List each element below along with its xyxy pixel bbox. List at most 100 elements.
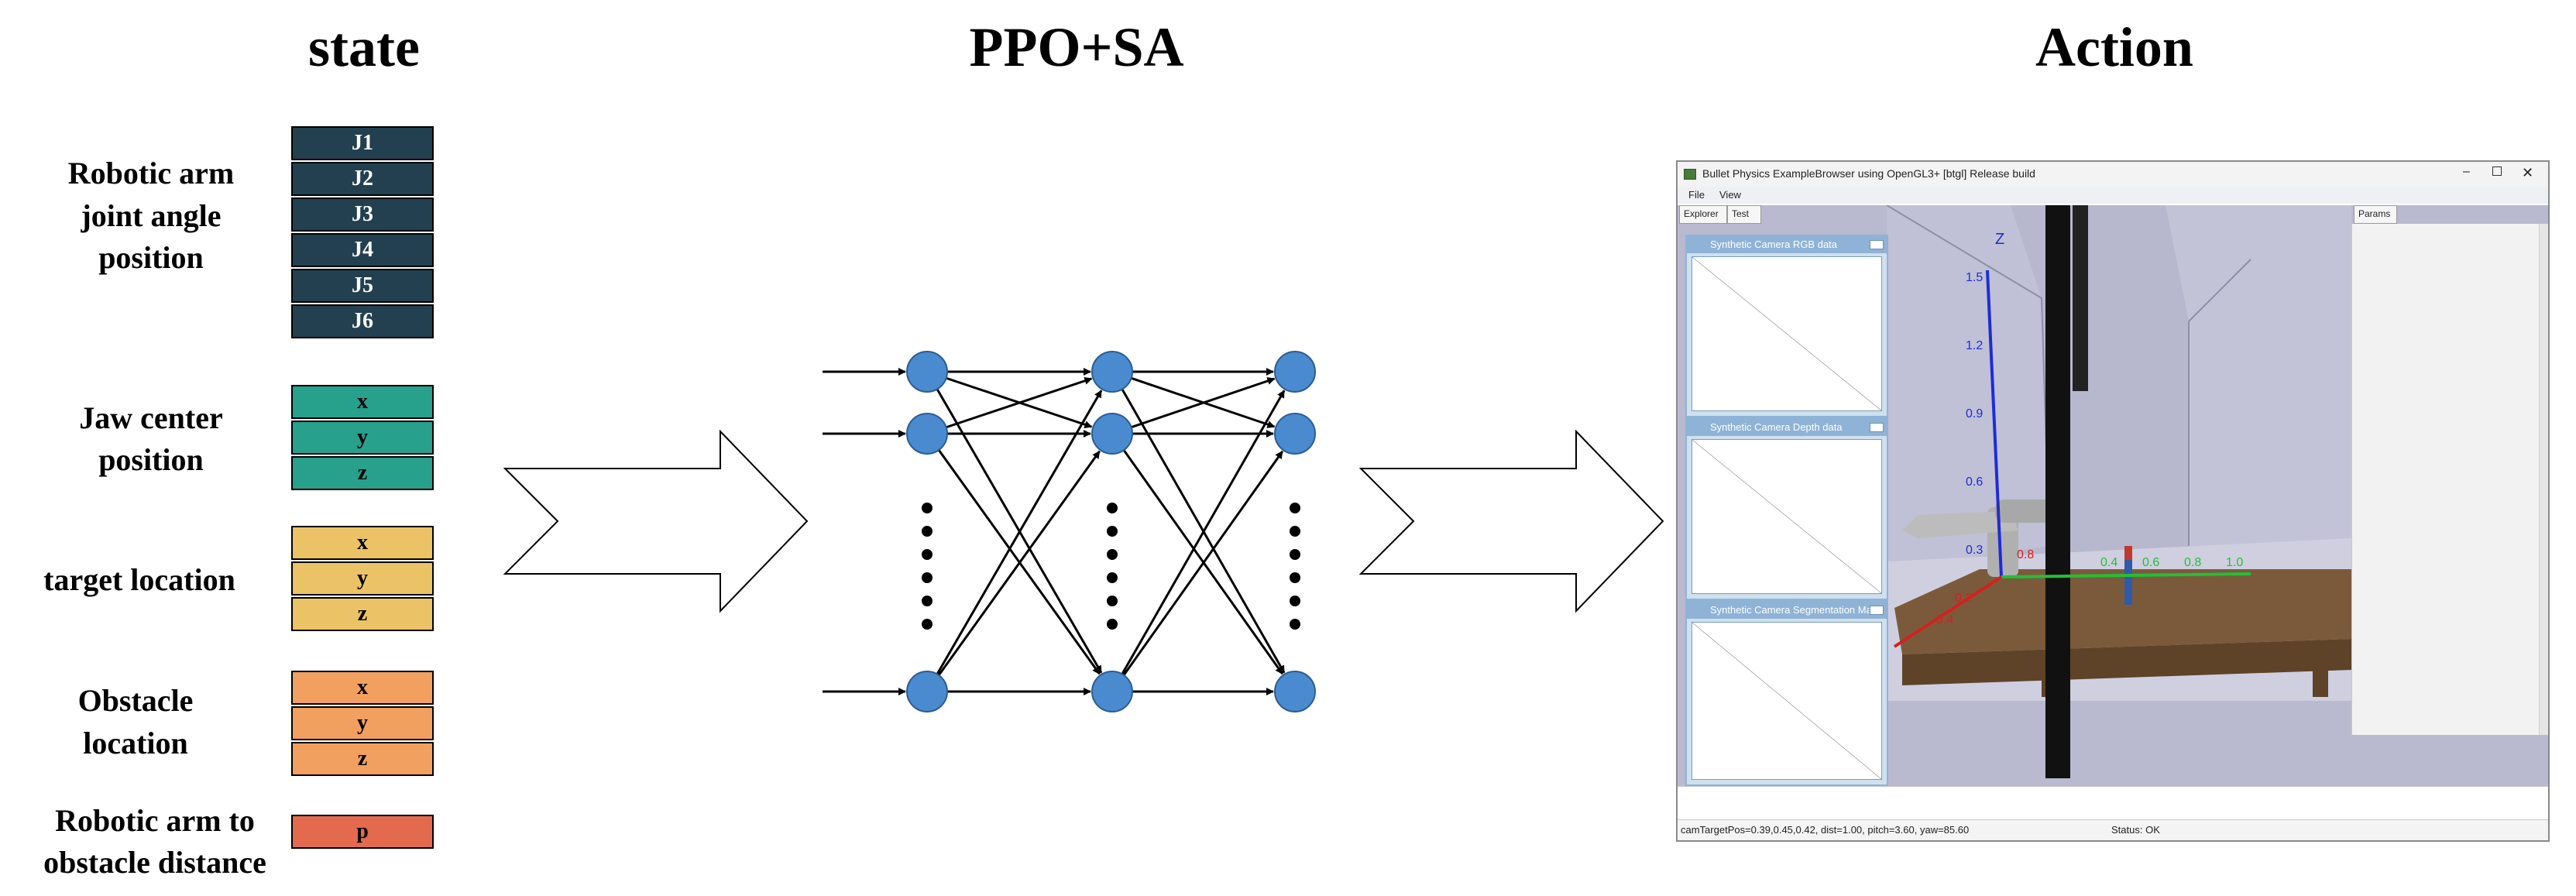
- ellipsis-dot: [1290, 596, 1300, 606]
- heading-action: Action: [2035, 16, 2193, 78]
- state-cell-j4: J4: [291, 233, 434, 267]
- simulation-window: Bullet Physics ExampleBrowser using Open…: [1676, 160, 2550, 842]
- ellipsis-dot: [1290, 526, 1300, 537]
- ellipsis-dot: [1107, 549, 1118, 560]
- arrow-to-action: [1359, 430, 1664, 613]
- depth-image-area: [1692, 439, 1882, 594]
- params-scrollbar[interactable]: [2539, 224, 2548, 735]
- red-axis-tick: 0.8: [2017, 548, 2034, 561]
- ellipsis-dot: [922, 549, 933, 560]
- network-node: [906, 351, 948, 393]
- z-axis-tick: 1.2: [1966, 339, 1983, 352]
- tab-test[interactable]: Test: [1727, 205, 1761, 224]
- red-axis-tick: 0.4: [1936, 613, 1953, 627]
- state-cell-y: y: [291, 706, 434, 740]
- connection-arrow: [946, 377, 1093, 429]
- network-node: [1091, 351, 1133, 393]
- green-axis-tick: 0.4: [2100, 556, 2117, 569]
- state-cell-x: x: [291, 526, 434, 560]
- ellipsis-dot: [1107, 596, 1118, 606]
- z-axis-label: Z: [1995, 231, 2004, 248]
- ellipsis-dot: [1107, 572, 1118, 583]
- depth-camera-panel: Synthetic Camera Depth data: [1685, 417, 1888, 600]
- window-title: Bullet Physics ExampleBrowser using Open…: [1702, 167, 2035, 180]
- state-cell-z: z: [291, 597, 434, 631]
- params-pane: [2351, 224, 2548, 735]
- state-cell-j5: J5: [291, 269, 434, 303]
- network-node: [1091, 413, 1133, 455]
- status-ok-text: Status: OK: [2111, 824, 2160, 836]
- ellipsis-dot: [1107, 526, 1118, 537]
- state-group-label: target location: [43, 562, 235, 597]
- rgb-camera-panel: Synthetic Camera RGB data: [1685, 235, 1888, 417]
- red-axis-tick: 0.2: [1955, 592, 1972, 605]
- console-area: [1678, 786, 2548, 824]
- connection-arrow: [1131, 377, 1276, 429]
- state-cell-x: x: [291, 385, 434, 419]
- state-cell-j2: J2: [291, 162, 434, 196]
- panel-title-rgb: Synthetic Camera RGB data: [1687, 236, 1887, 253]
- heading-state: state: [308, 16, 420, 78]
- state-cell-j6: J6: [291, 304, 434, 338]
- heading-ppo-sa: PPO+SA: [969, 16, 1184, 78]
- network-node: [1274, 351, 1316, 393]
- minimize-icon[interactable]: –: [2463, 165, 2470, 178]
- menu-view[interactable]: View: [1719, 189, 1741, 201]
- ellipsis-dot: [1290, 572, 1300, 583]
- tab-explorer[interactable]: Explorer: [1679, 205, 1727, 224]
- connection-arrow: [1121, 390, 1286, 675]
- state-cell-y: y: [291, 421, 434, 455]
- state-group-label: joint angle: [81, 198, 222, 233]
- rgb-image-area: [1692, 256, 1882, 411]
- panel-collapse-icon[interactable]: [1870, 606, 1884, 615]
- state-cell-x: x: [291, 671, 434, 705]
- panel-title-depth: Synthetic Camera Depth data: [1687, 419, 1887, 436]
- tab-params[interactable]: Params: [2354, 205, 2397, 224]
- state-group-4-cells: p: [291, 815, 435, 850]
- ellipsis-dot: [1107, 503, 1118, 513]
- state-group-label: Obstacle: [77, 683, 194, 718]
- state-group-label: Jaw center: [79, 400, 223, 435]
- z-axis-tick: 0.6: [1966, 475, 1983, 489]
- ellipsis-dot: [922, 619, 933, 630]
- z-axis-tick: 0.3: [1966, 544, 1983, 557]
- state-cell-j1: J1: [291, 126, 434, 160]
- connection-arrow: [936, 390, 1103, 675]
- z-axis-tick: 1.5: [1966, 271, 1983, 284]
- connection-arrow: [937, 450, 1101, 676]
- panel-collapse-icon[interactable]: [1870, 240, 1884, 249]
- state-cell-z: z: [291, 456, 434, 490]
- window-titlebar: Bullet Physics ExampleBrowser using Open…: [1678, 162, 2548, 187]
- close-icon[interactable]: ✕: [2522, 165, 2534, 180]
- segmentation-camera-panel: Synthetic Camera Segmentation Mask: [1685, 600, 1888, 786]
- ellipsis-dot: [922, 596, 933, 606]
- camera-status-text: camTargetPos=0.39,0.45,0.42, dist=1.00, …: [1681, 824, 1970, 836]
- network-node: [1274, 671, 1316, 712]
- neural-network-diagram: [823, 351, 1316, 712]
- ellipsis-dot: [922, 572, 933, 583]
- status-bar: camTargetPos=0.39,0.45,0.42, dist=1.00, …: [1678, 819, 2548, 840]
- state-group-label: position: [98, 442, 204, 477]
- connection-arrow: [1122, 450, 1284, 676]
- state-cell-z: z: [291, 742, 434, 776]
- panel-title-segmentation: Synthetic Camera Segmentation Mask: [1687, 602, 1887, 619]
- green-axis-tick: 0.8: [2184, 556, 2201, 569]
- network-node: [906, 671, 948, 712]
- state-group-label: obstacle distance: [43, 845, 266, 880]
- menu-bar: File View: [1678, 187, 2548, 204]
- state-cell-j3: J3: [291, 197, 434, 232]
- panel-collapse-icon[interactable]: [1870, 423, 1884, 432]
- state-group-label: position: [98, 240, 204, 275]
- state-group-label: Robotic arm: [67, 156, 235, 191]
- ellipsis-dot: [922, 503, 933, 513]
- ellipsis-dot: [1290, 503, 1300, 513]
- z-axis-tick: 0.9: [1966, 407, 1983, 421]
- app-icon: [1684, 169, 1696, 180]
- green-axis-tick: 0.6: [2142, 556, 2159, 569]
- segmentation-image-area: [1692, 622, 1882, 780]
- menu-file[interactable]: File: [1688, 189, 1705, 201]
- maximize-icon[interactable]: [2492, 166, 2502, 176]
